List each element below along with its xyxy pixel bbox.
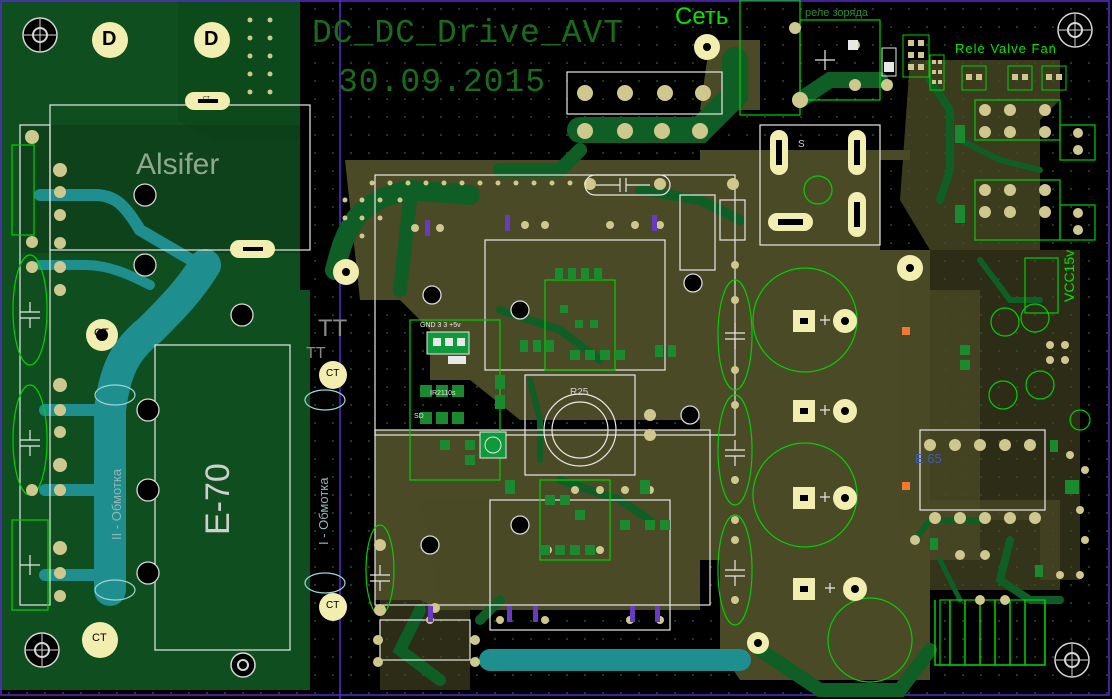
board-date: 30.09.2015 <box>338 64 547 101</box>
signal-connector <box>426 331 507 459</box>
tt-label-2: TT <box>306 345 326 362</box>
mains-label: Сеть <box>675 3 729 30</box>
board-title: DC_DC_Drive_AVT <box>312 15 625 52</box>
primary-winding-label: I - Обмотка <box>316 477 331 545</box>
driver-ic-label: IR2110s <box>430 390 456 397</box>
transformer-marks <box>94 384 346 601</box>
diode-marker-2: D <box>204 28 219 50</box>
through-hole-pads <box>133 183 703 585</box>
ct-marker-3: CT <box>326 368 340 379</box>
top-right-connectors <box>848 34 1067 91</box>
ct-marker-4: CT <box>326 600 340 611</box>
diode-marker-1: D <box>102 28 117 50</box>
smd-pads <box>420 125 1079 622</box>
large-pads <box>82 22 923 658</box>
vcc-label: VCC15v <box>1061 249 1077 302</box>
oval-slots <box>185 92 866 258</box>
core-label: E-70 <box>199 463 237 535</box>
gnd-header-label: GND 3 3 +5v <box>420 322 461 329</box>
relay-header-label: Rele Valve Fan <box>955 41 1057 56</box>
ct-marker-2: CT <box>92 632 107 644</box>
author-label: Alsifer <box>136 148 220 181</box>
transformer-e65-label: E 65 <box>915 451 942 466</box>
trimmer-label: R25 <box>570 387 589 398</box>
trimmer-r25 <box>543 393 617 467</box>
pin-header-row <box>247 17 573 239</box>
high-current-traces <box>34 189 751 671</box>
relay-note-label: реле зоряда <box>805 7 868 19</box>
heatsink-outline <box>934 600 1046 666</box>
ct-marker-1: CT <box>94 327 109 339</box>
small-pads <box>25 22 1089 667</box>
capacitor-symbols <box>20 50 835 593</box>
bulk-capacitor-pads <box>793 309 910 601</box>
tt-label-1: TT <box>318 315 348 342</box>
mounting-holes <box>22 12 1093 678</box>
switch-label: S <box>798 139 805 150</box>
secondary-winding-label: II - Обмотка <box>109 468 124 540</box>
ct-marker-5: CT <box>203 96 210 102</box>
sd-label: SD <box>414 413 424 420</box>
